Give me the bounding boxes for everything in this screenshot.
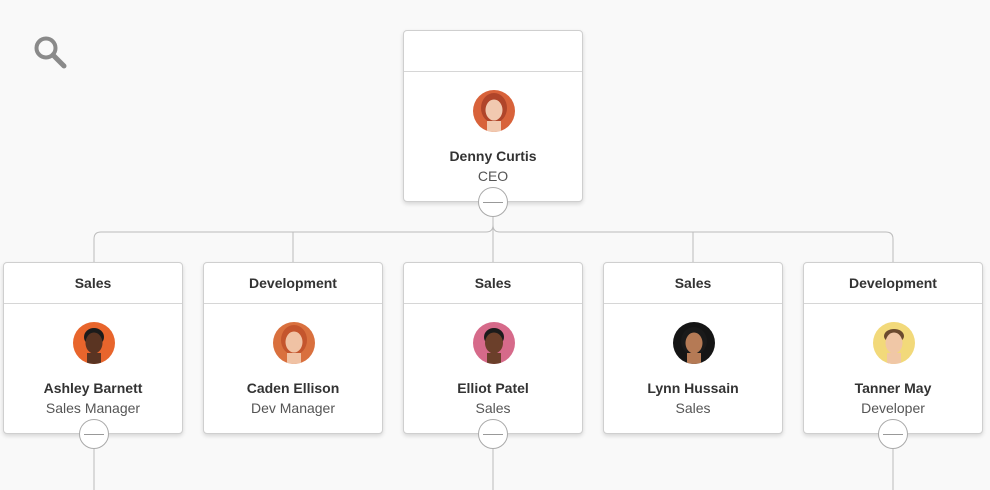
collapse-toggle-root[interactable] xyxy=(478,187,508,217)
org-node-child[interactable]: Development Tanner May Developer xyxy=(803,262,983,434)
node-name: Lynn Hussain xyxy=(647,380,739,396)
node-department xyxy=(404,31,582,72)
collapse-toggle[interactable] xyxy=(878,419,908,449)
org-node-child[interactable]: Development Caden Ellison Dev Manager xyxy=(203,262,383,434)
node-department: Sales xyxy=(604,263,782,304)
node-title: Developer xyxy=(861,400,925,416)
node-department: Sales xyxy=(4,263,182,304)
minus-icon xyxy=(483,433,503,435)
collapse-toggle[interactable] xyxy=(478,419,508,449)
avatar xyxy=(473,90,515,132)
avatar xyxy=(73,322,115,364)
node-department: Development xyxy=(804,263,982,304)
org-node-root[interactable]: Denny Curtis CEO xyxy=(403,30,583,202)
collapse-toggle[interactable] xyxy=(79,419,109,449)
minus-icon xyxy=(84,433,104,435)
minus-icon xyxy=(483,201,503,203)
node-name: Ashley Barnett xyxy=(43,380,143,396)
org-node-child[interactable]: Sales Lynn Hussain Sales xyxy=(603,262,783,434)
node-name: Tanner May xyxy=(854,380,932,396)
node-name: Elliot Patel xyxy=(457,380,529,396)
avatar xyxy=(473,322,515,364)
avatar xyxy=(273,322,315,364)
node-department: Development xyxy=(204,263,382,304)
node-name: Caden Ellison xyxy=(246,380,340,396)
node-title: Sales xyxy=(475,400,511,416)
org-node-child[interactable]: Sales Ashley Barnett Sales Manager xyxy=(3,262,183,434)
node-department: Sales xyxy=(404,263,582,304)
magnifier-icon xyxy=(34,36,67,69)
node-title: Dev Manager xyxy=(250,400,336,416)
avatar xyxy=(873,322,915,364)
node-name: Denny Curtis xyxy=(449,148,537,164)
org-node-child[interactable]: Sales Elliot Patel Sales xyxy=(403,262,583,434)
search-button[interactable] xyxy=(32,34,68,70)
node-title: Sales xyxy=(675,400,711,416)
node-title: Sales Manager xyxy=(45,400,141,416)
node-title: CEO xyxy=(477,168,509,184)
minus-icon xyxy=(883,433,903,435)
avatar xyxy=(673,322,715,364)
